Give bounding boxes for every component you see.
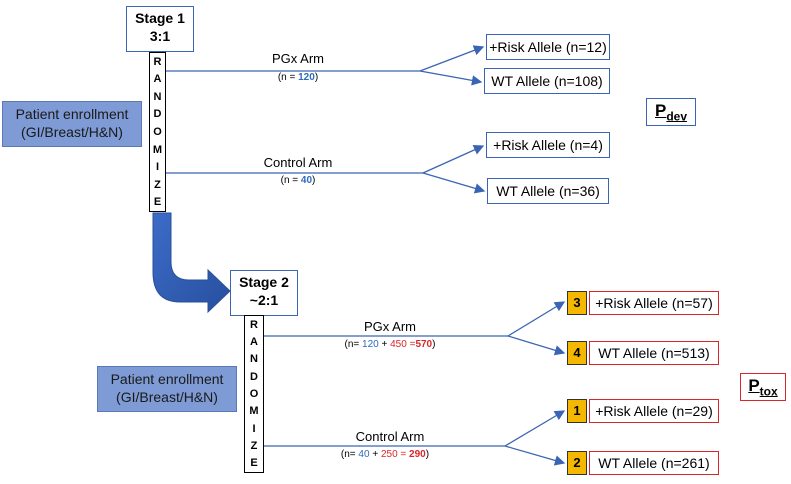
n-prefix: (n = xyxy=(277,72,299,83)
stage2-pgx-wt-allele: WT Allele (n=513) xyxy=(589,341,719,365)
badge-4: 4 xyxy=(567,341,587,365)
randomize-letter: E xyxy=(153,196,162,209)
randomize-letter: R xyxy=(153,55,162,68)
badge-2: 2 xyxy=(567,451,587,475)
equals: = xyxy=(406,339,416,350)
stage2-ctrl-risk-arrow xyxy=(504,410,566,447)
stage2-pgx-wt-arrow xyxy=(507,335,566,356)
stage1-ctrl-risk-arrow xyxy=(422,144,485,174)
n-suffix: ) xyxy=(314,72,319,83)
enrollment-box-1: Patient enrollment (GI/Breast/H&N) xyxy=(2,101,142,147)
badge-1: 1 xyxy=(567,399,587,423)
stage2-ctrl-wt-allele: WT Allele (n=261) xyxy=(589,451,719,475)
randomize-letter: Z xyxy=(250,439,258,452)
stage1-pgx-wt-arrow xyxy=(419,70,483,86)
enrollment-line2: (GI/Breast/H&N) xyxy=(21,124,123,140)
stage-transition-arrow xyxy=(152,212,231,314)
stage2-pgx-risk-arrow xyxy=(507,301,566,337)
plus: + xyxy=(378,339,391,350)
n-suffix: ) xyxy=(312,175,316,186)
stage1-control-arm-label: Control Arm xyxy=(263,155,333,170)
stage2-ctrl-risk-allele: +Risk Allele (n=29) xyxy=(589,399,719,423)
stage1-pgx-risk-arrow xyxy=(419,45,485,72)
n-suffix: ) xyxy=(425,449,430,460)
p-dev-subscript: dev xyxy=(666,109,688,124)
n-total: 290 xyxy=(409,449,426,460)
randomize-letter: Z xyxy=(154,178,161,191)
stage2-ctrl-wt-arrow xyxy=(504,445,566,466)
p-tox-label: Ptox xyxy=(740,373,786,401)
enrollment-line1: Patient enrollment xyxy=(15,106,129,122)
n-prefix: (n= xyxy=(344,339,363,350)
enrollment-line2: (GI/Breast/H&N) xyxy=(116,389,218,405)
randomize-letter: O xyxy=(153,125,162,138)
n-value: 120 xyxy=(298,72,315,83)
n-b: 450 xyxy=(390,339,407,350)
badge-3: 3 xyxy=(567,291,587,315)
stage1-pgx-n: (n = 120) xyxy=(258,72,338,83)
stage1-pgx-risk-allele: +Risk Allele (n=12) xyxy=(486,34,610,60)
randomize-letter: A xyxy=(153,73,162,86)
stage1-ctrl-wt-allele: WT Allele (n=36) xyxy=(487,178,609,204)
randomize-letter: N xyxy=(250,353,258,366)
stage1-pgx-wt-allele: WT Allele (n=108) xyxy=(484,68,610,94)
stage2-title: Stage 2 xyxy=(239,274,289,290)
randomize-letter: A xyxy=(250,335,258,348)
randomize-letter: O xyxy=(249,387,259,400)
n-suffix: ) xyxy=(432,339,436,350)
randomize-letter: R xyxy=(250,318,258,331)
randomize-letter: N xyxy=(153,90,162,103)
n-prefix: (n = xyxy=(280,175,301,186)
stage2-control-n: (n= 40 + 250 = 290) xyxy=(320,449,450,460)
randomize-letter: E xyxy=(250,457,258,470)
stage1-control-n: (n = 40) xyxy=(258,175,338,186)
stage1-box: Stage 1 3:1 xyxy=(126,6,194,52)
randomize-letter: I xyxy=(252,422,256,435)
stage1-ctrl-risk-allele: +Risk Allele (n=4) xyxy=(486,132,610,158)
randomize-letter: D xyxy=(250,370,258,383)
randomize-letter: M xyxy=(152,143,163,156)
stage2-ratio: ~2:1 xyxy=(249,292,279,308)
enrollment-line1: Patient enrollment xyxy=(110,371,224,387)
stage2-box: Stage 2 ~2:1 xyxy=(230,270,298,316)
randomize-letter: M xyxy=(249,405,259,418)
p-tox-letter: P xyxy=(748,376,760,395)
stage1-ratio: 3:1 xyxy=(149,28,171,44)
n-b: 250 xyxy=(380,449,398,460)
stage2-pgx-n: (n= 120 + 450 =570) xyxy=(325,339,455,350)
stage2-pgx-risk-allele: +Risk Allele (n=57) xyxy=(589,291,719,315)
n-total: 570 xyxy=(415,339,433,350)
randomize-letter: I xyxy=(155,161,160,174)
equals: = xyxy=(397,449,410,460)
stage1-ctrl-wt-arrow xyxy=(422,172,486,194)
stage2-pgx-arm-label: PGx Arm xyxy=(363,319,416,334)
randomize-letter: D xyxy=(153,108,162,121)
n-value: 40 xyxy=(300,175,313,186)
enrollment-box-2: Patient enrollment (GI/Breast/H&N) xyxy=(97,366,237,412)
p-tox-subscript: tox xyxy=(759,384,778,399)
stage2-control-arm-label: Control Arm xyxy=(355,429,425,444)
stage1-title: Stage 1 xyxy=(135,10,185,26)
n-a: 120 xyxy=(362,339,379,350)
n-prefix: (n= xyxy=(340,449,359,460)
n-a: 40 xyxy=(358,449,370,460)
plus: + xyxy=(369,449,381,460)
p-dev-label: Pdev xyxy=(646,98,696,126)
stage1-pgx-arm-label: PGx Arm xyxy=(271,51,324,66)
p-dev-letter: P xyxy=(654,101,667,120)
